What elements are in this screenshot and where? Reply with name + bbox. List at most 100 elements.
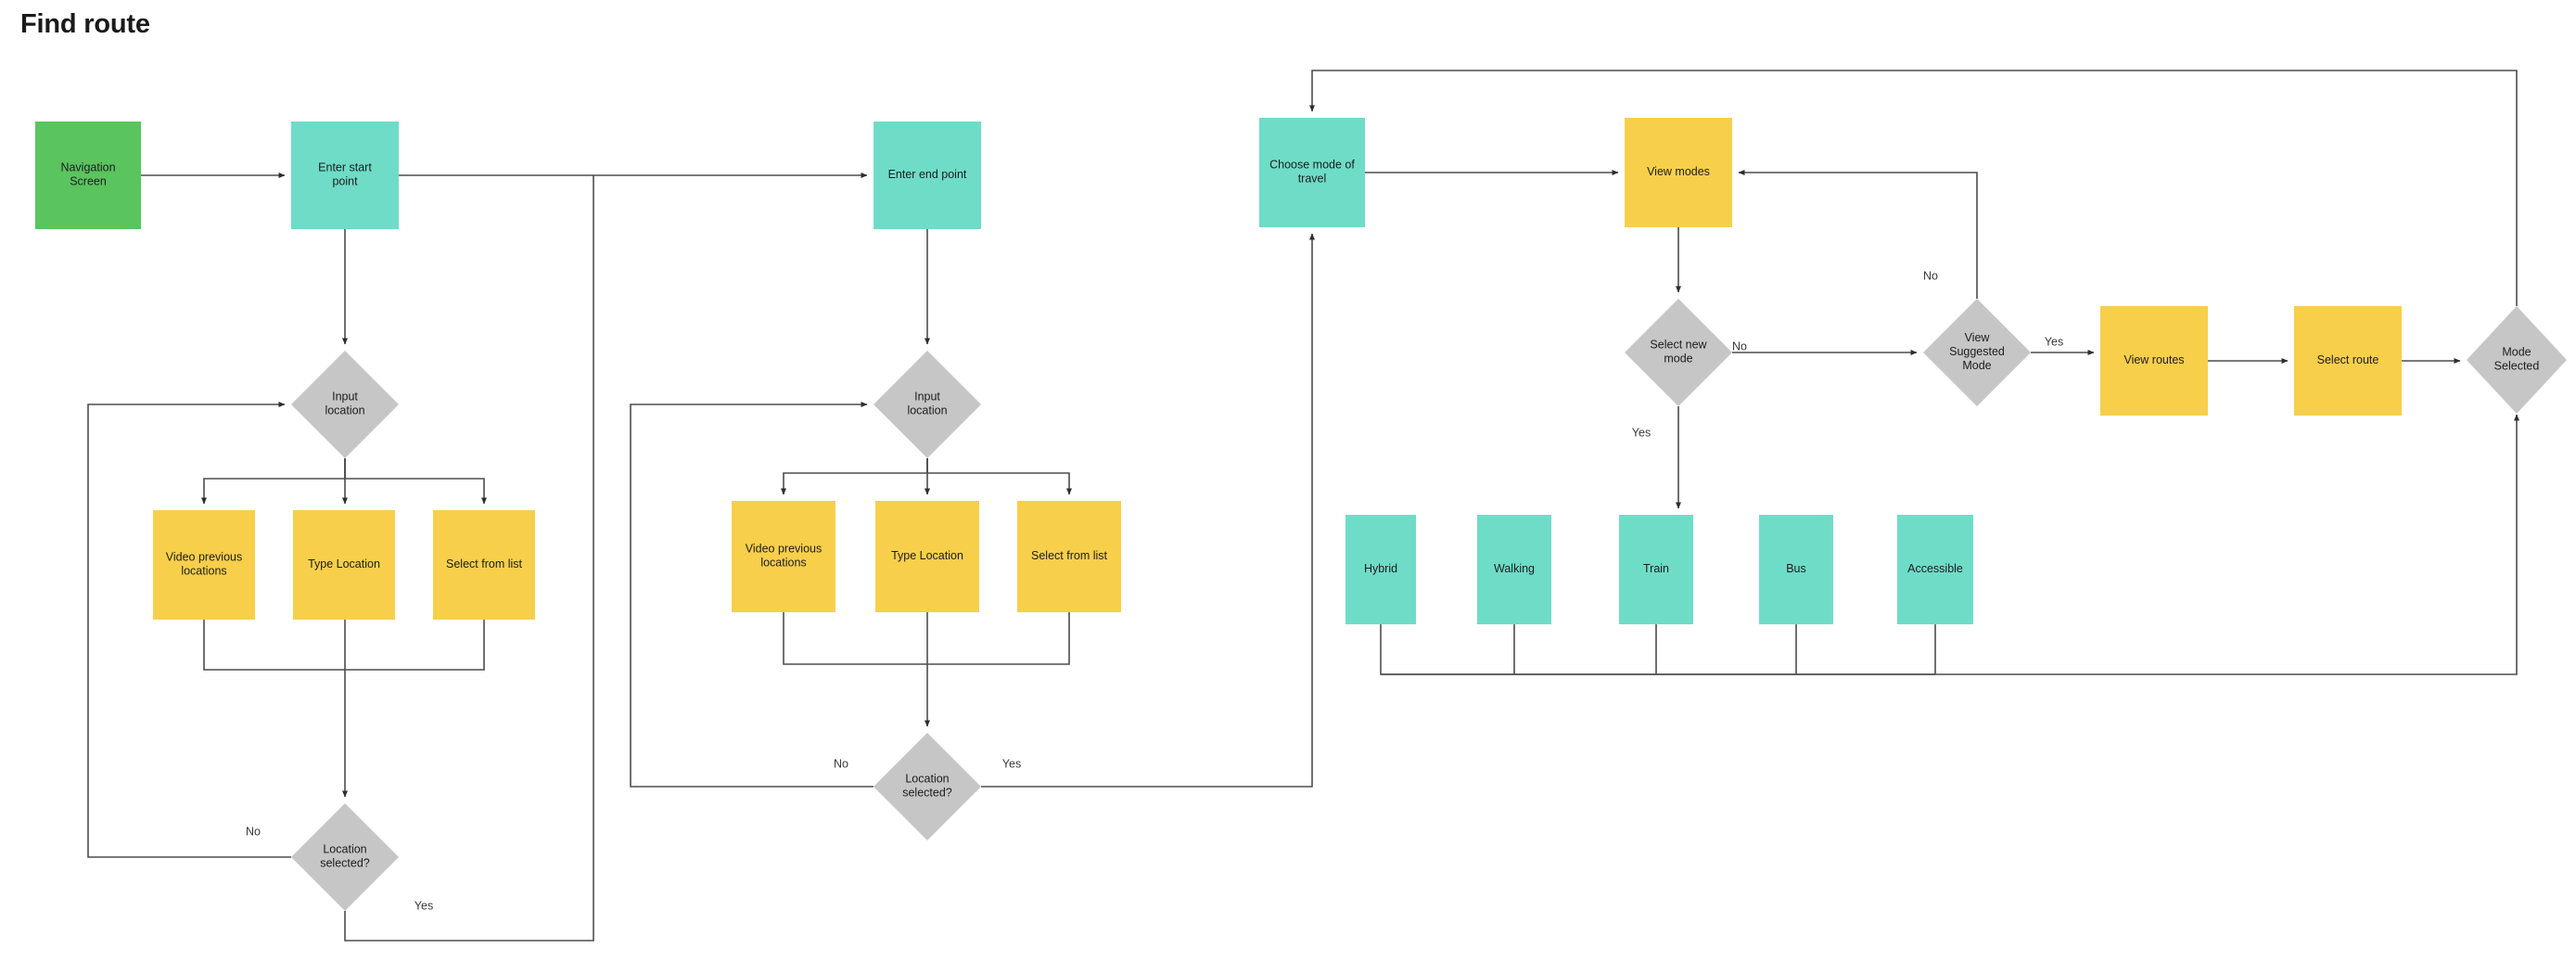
node-shape-rect — [1477, 515, 1551, 624]
node-shape-diamond — [291, 351, 399, 458]
node-label: Type Location — [308, 557, 380, 570]
page-title: Find route — [20, 9, 150, 39]
select-from-list-1-to-join — [345, 620, 485, 671]
edge-label-location-selected-2-yes: Yes — [1002, 757, 1021, 770]
node-shape-rect — [153, 510, 255, 620]
node-shape-diamond — [291, 803, 399, 911]
node-label: Select route — [2317, 353, 2379, 366]
node-shape-rect — [293, 510, 395, 620]
node-view-routes[interactable]: View routes — [2100, 306, 2208, 416]
node-label: Bus — [1786, 562, 1806, 575]
node-shape-rect — [35, 122, 141, 229]
edge-label-view-suggested-mode-no: No — [1923, 269, 1938, 282]
edges-layer — [87, 70, 2519, 942]
node-type-location-1[interactable]: Type Location — [293, 510, 395, 620]
edge-label-location-selected-1-yes: Yes — [414, 899, 433, 912]
location-selected-1-yes-to-enter-end-point — [344, 175, 594, 942]
node-shape-diamond — [874, 351, 981, 458]
modes-to-mode-selected-bottom — [1381, 414, 2519, 675]
input-location-2-to-select-from-list-2 — [926, 458, 1072, 495]
location-selected-2-no-loop — [630, 402, 874, 788]
node-shape-rect — [1759, 515, 1833, 624]
node-train[interactable]: Train — [1619, 515, 1693, 624]
node-label: Type Location — [891, 549, 963, 562]
edge-label-location-selected-2-no: No — [834, 757, 848, 770]
node-bus[interactable]: Bus — [1759, 515, 1833, 624]
select-from-list-2-to-join — [927, 612, 1070, 665]
node-shape-diamond — [2467, 306, 2567, 414]
location-selected-2-yes-to-choose-mode — [981, 233, 1315, 788]
node-select-route[interactable]: Select route — [2294, 306, 2402, 416]
node-shape-rect — [875, 501, 979, 612]
node-shape-rect — [1619, 515, 1693, 624]
edge-label-select-new-mode-yes: Yes — [1632, 426, 1651, 439]
node-walking[interactable]: Walking — [1477, 515, 1551, 624]
mode-selected-top-loop — [1309, 70, 2518, 306]
video-previous-1-to-join — [203, 620, 345, 671]
node-shape-rect — [732, 501, 835, 612]
node-label: Hybrid — [1364, 562, 1397, 575]
input-location-1-to-select-from-list — [344, 458, 487, 505]
node-view-modes[interactable]: View modes — [1625, 118, 1732, 227]
node-label: Accessible — [1907, 562, 1963, 575]
node-shape-rect — [874, 122, 981, 229]
node-select-from-list-1[interactable]: Select from list — [433, 510, 535, 620]
node-type-location-2[interactable]: Type Location — [875, 501, 979, 612]
node-shape-diamond — [1923, 299, 2031, 406]
node-label: Train — [1643, 562, 1669, 575]
node-shape-rect — [1017, 501, 1121, 612]
node-shape-rect — [1259, 118, 1365, 227]
edge-label-select-new-mode-no: No — [1732, 340, 1747, 352]
video-previous-2-to-join — [783, 612, 927, 665]
node-select-from-list-2[interactable]: Select from list — [1017, 501, 1121, 612]
node-label: View routes — [2123, 353, 2184, 366]
modes-bottom-join — [1380, 624, 1935, 675]
node-shape-rect — [2100, 306, 2208, 416]
node-label: Walking — [1494, 562, 1535, 575]
input-location-2-to-video-previous-2 — [781, 458, 928, 495]
edge-label-location-selected-1-no: No — [246, 825, 261, 838]
node-shape-rect — [433, 510, 535, 620]
node-label: View modes — [1647, 165, 1710, 178]
node-shape-diamond — [1625, 299, 1732, 406]
node-enter-end-point[interactable]: Enter end point — [874, 122, 981, 229]
location-selected-1-no-loop — [87, 402, 291, 858]
node-shape-rect — [291, 122, 399, 229]
node-hybrid[interactable]: Hybrid — [1345, 515, 1416, 624]
node-shape-rect — [2294, 306, 2402, 416]
node-shape-rect — [1625, 118, 1732, 227]
node-label: Select from list — [446, 557, 522, 570]
node-label: Select from list — [1031, 549, 1107, 562]
node-accessible[interactable]: Accessible — [1897, 515, 1973, 624]
node-label: Enter end point — [888, 168, 967, 181]
node-shape-rect — [1345, 515, 1416, 624]
view-suggested-mode-no-to-view-modes — [1738, 170, 1978, 299]
